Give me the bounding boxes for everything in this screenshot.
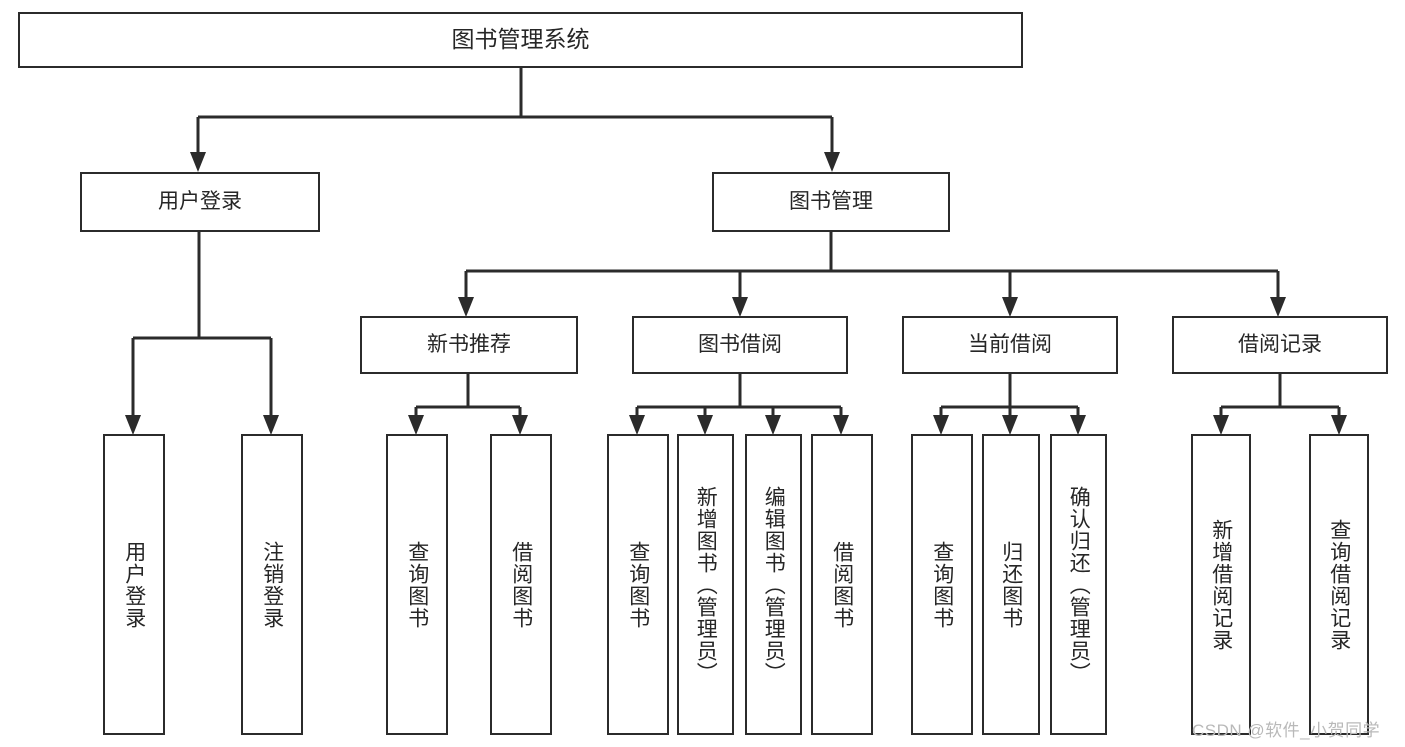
node-label: 用户登录: [122, 540, 146, 629]
node-label: 注销登录: [260, 540, 284, 629]
node-leaf-add-record[interactable]: 新增借阅记录: [1191, 434, 1251, 735]
node-leaf-return-book[interactable]: 归还图书: [982, 434, 1040, 735]
node-leaf-query-record[interactable]: 查询借阅记录: [1309, 434, 1369, 735]
node-label: 用户登录: [158, 190, 242, 214]
node-leaf-borrow-book-1[interactable]: 借阅图书: [490, 434, 552, 735]
node-label: 借阅图书: [509, 540, 533, 629]
node-label: 确认归还（管理员）: [1067, 485, 1091, 684]
node-label: 当前借阅: [968, 333, 1052, 357]
node-label: 查询图书: [930, 540, 954, 629]
node-label: 新书推荐: [427, 333, 511, 357]
node-label: 新增图书（管理员）: [694, 485, 718, 684]
node-current-borrow[interactable]: 当前借阅: [902, 316, 1118, 374]
node-leaf-query-book-1[interactable]: 查询图书: [386, 434, 448, 735]
node-label: 查询借阅记录: [1327, 518, 1351, 651]
node-label: 新增借阅记录: [1209, 518, 1233, 651]
node-user-login[interactable]: 用户登录: [80, 172, 320, 232]
node-label: 归还图书: [999, 540, 1023, 629]
node-leaf-logout-login[interactable]: 注销登录: [241, 434, 303, 735]
node-label: 查询图书: [405, 540, 429, 629]
node-book-management-system[interactable]: 图书管理系统: [18, 12, 1023, 68]
node-borrow-record[interactable]: 借阅记录: [1172, 316, 1388, 374]
node-leaf-user-login[interactable]: 用户登录: [103, 434, 165, 735]
node-leaf-borrow-book-2[interactable]: 借阅图书: [811, 434, 873, 735]
node-label: 编辑图书（管理员）: [762, 485, 786, 684]
node-leaf-query-book-3[interactable]: 查询图书: [911, 434, 973, 735]
node-label: 图书管理系统: [451, 26, 590, 53]
node-leaf-add-book[interactable]: 新增图书（管理员）: [677, 434, 734, 735]
node-label: 图书管理: [789, 190, 873, 214]
node-label: 借阅图书: [830, 540, 854, 629]
node-book-manage[interactable]: 图书管理: [712, 172, 950, 232]
node-leaf-query-book-2[interactable]: 查询图书: [607, 434, 669, 735]
watermark: CSDN @软件_小贺同学: [1192, 721, 1381, 740]
node-label: 查询图书: [626, 540, 650, 629]
node-label: 图书借阅: [698, 333, 782, 357]
node-leaf-edit-book[interactable]: 编辑图书（管理员）: [745, 434, 802, 735]
node-label: 借阅记录: [1238, 333, 1322, 357]
node-book-borrow[interactable]: 图书借阅: [632, 316, 848, 374]
node-leaf-confirm-return[interactable]: 确认归还（管理员）: [1050, 434, 1107, 735]
node-new-book-recommend[interactable]: 新书推荐: [360, 316, 578, 374]
